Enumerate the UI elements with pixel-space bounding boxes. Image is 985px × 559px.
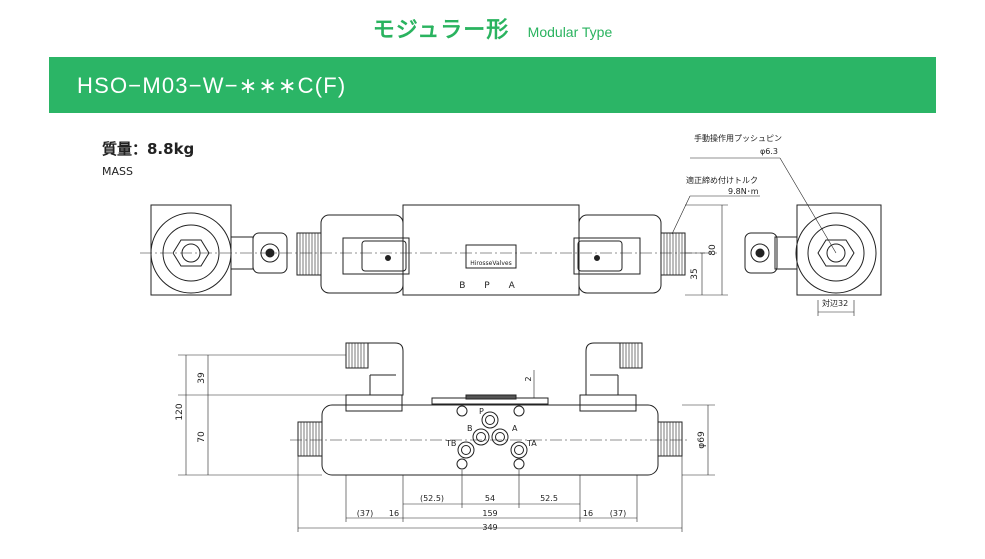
port-P xyxy=(481,411,499,429)
front-view: P B A TB TA 120 39 70 2 φ69 xyxy=(175,342,715,532)
heading-en: Modular Type xyxy=(527,24,613,40)
page-heading: モジュラー形 Modular Type xyxy=(0,12,985,44)
port-TB xyxy=(457,441,475,459)
port-TB-inner xyxy=(461,445,471,455)
right-connector-head xyxy=(744,232,778,274)
port-A xyxy=(491,428,509,446)
right-inner-plug xyxy=(577,240,623,272)
dim-120: 120 xyxy=(175,403,185,420)
push-pin-leader xyxy=(779,157,837,254)
torque-value: 9.8N･m xyxy=(728,187,759,196)
right-connector-screw xyxy=(750,243,770,263)
right-elbow xyxy=(585,342,620,396)
dim-16-right: 16 xyxy=(583,509,593,518)
right-hex-nut xyxy=(817,239,855,267)
across-flats-label: 対辺32 xyxy=(822,298,848,308)
right-solenoid-housing xyxy=(578,214,662,294)
bolt-hole-bl xyxy=(456,458,468,470)
right-top-cap xyxy=(579,394,637,412)
right-elbow-knurl xyxy=(619,342,643,369)
port-TA-inner xyxy=(514,445,524,455)
nameplate-text: HirosseValves xyxy=(470,260,511,267)
push-pin-label: 手動操作用プッシュピン xyxy=(694,133,782,143)
right-plug-dot xyxy=(594,255,600,261)
left-elbow xyxy=(368,342,404,396)
right-end-block xyxy=(796,204,882,296)
dim-39: 39 xyxy=(197,372,207,384)
port-B-inner xyxy=(476,432,486,442)
label-port-A: A xyxy=(512,424,518,433)
dim-80: 80 xyxy=(708,244,718,256)
heading-jp: モジュラー形 xyxy=(372,18,510,43)
mass-label-jp: 質量：8.8kg xyxy=(102,140,195,158)
push-pin-dim: φ6.3 xyxy=(760,147,778,156)
port-TA xyxy=(510,441,528,459)
right-pin xyxy=(826,243,846,263)
dim-phi69: φ69 xyxy=(697,431,707,449)
nameplate xyxy=(465,244,517,269)
label-port-B: B xyxy=(467,424,473,433)
label-port-TB: TB xyxy=(445,439,456,448)
label-port-TA: TA xyxy=(526,439,537,448)
right-connector-screw-center xyxy=(755,248,765,258)
mass-block: 質量：8.8kg MASS xyxy=(102,138,194,178)
nameplate-front xyxy=(465,394,517,400)
left-top-cap xyxy=(345,394,403,412)
dim-37-right: (37) xyxy=(610,509,626,518)
model-banner: HSO−M03−W−∗∗∗C(F) xyxy=(49,57,936,113)
label-port-P: P xyxy=(479,407,484,416)
bolt-hole-tr xyxy=(513,405,525,417)
left-hex-nut xyxy=(172,239,210,267)
right-connector-window xyxy=(573,237,641,275)
torque-leader xyxy=(671,195,691,235)
dim-52-5-left: (52.5) xyxy=(420,494,444,503)
right-connector-body xyxy=(774,236,798,270)
bolt-hole-tl xyxy=(456,405,468,417)
left-elbow-knurl xyxy=(345,342,369,369)
dim-159: 159 xyxy=(482,509,497,518)
dim-2: 2 xyxy=(524,376,533,381)
model-code: HSO−M03−W−∗∗∗C(F) xyxy=(77,73,347,98)
dim-37-left: (37) xyxy=(357,509,373,518)
dim-70: 70 xyxy=(197,431,207,443)
left-plug-dot xyxy=(385,255,391,261)
left-inner-plug xyxy=(361,240,407,272)
dim-35: 35 xyxy=(690,268,700,279)
dim-54: 54 xyxy=(485,494,495,503)
torque-label: 適正締め付けトルク xyxy=(686,175,758,185)
left-connector-window xyxy=(342,237,410,275)
dim-349: 349 xyxy=(482,523,497,532)
right-coil-circle xyxy=(795,212,877,294)
bolt-hole-br xyxy=(513,458,525,470)
mass-label-en: MASS xyxy=(102,165,133,178)
port-B xyxy=(472,428,490,446)
top-view: HirosseValves B P A 80 35 手動操作用プッ xyxy=(140,133,882,316)
port-P-inner xyxy=(485,415,495,425)
top-port-labels: B P A xyxy=(459,281,522,291)
dim-52-5-right: 52.5 xyxy=(540,494,558,503)
right-coil-inner xyxy=(807,224,865,282)
dim-16-left: 16 xyxy=(389,509,399,518)
port-A-inner xyxy=(495,432,505,442)
